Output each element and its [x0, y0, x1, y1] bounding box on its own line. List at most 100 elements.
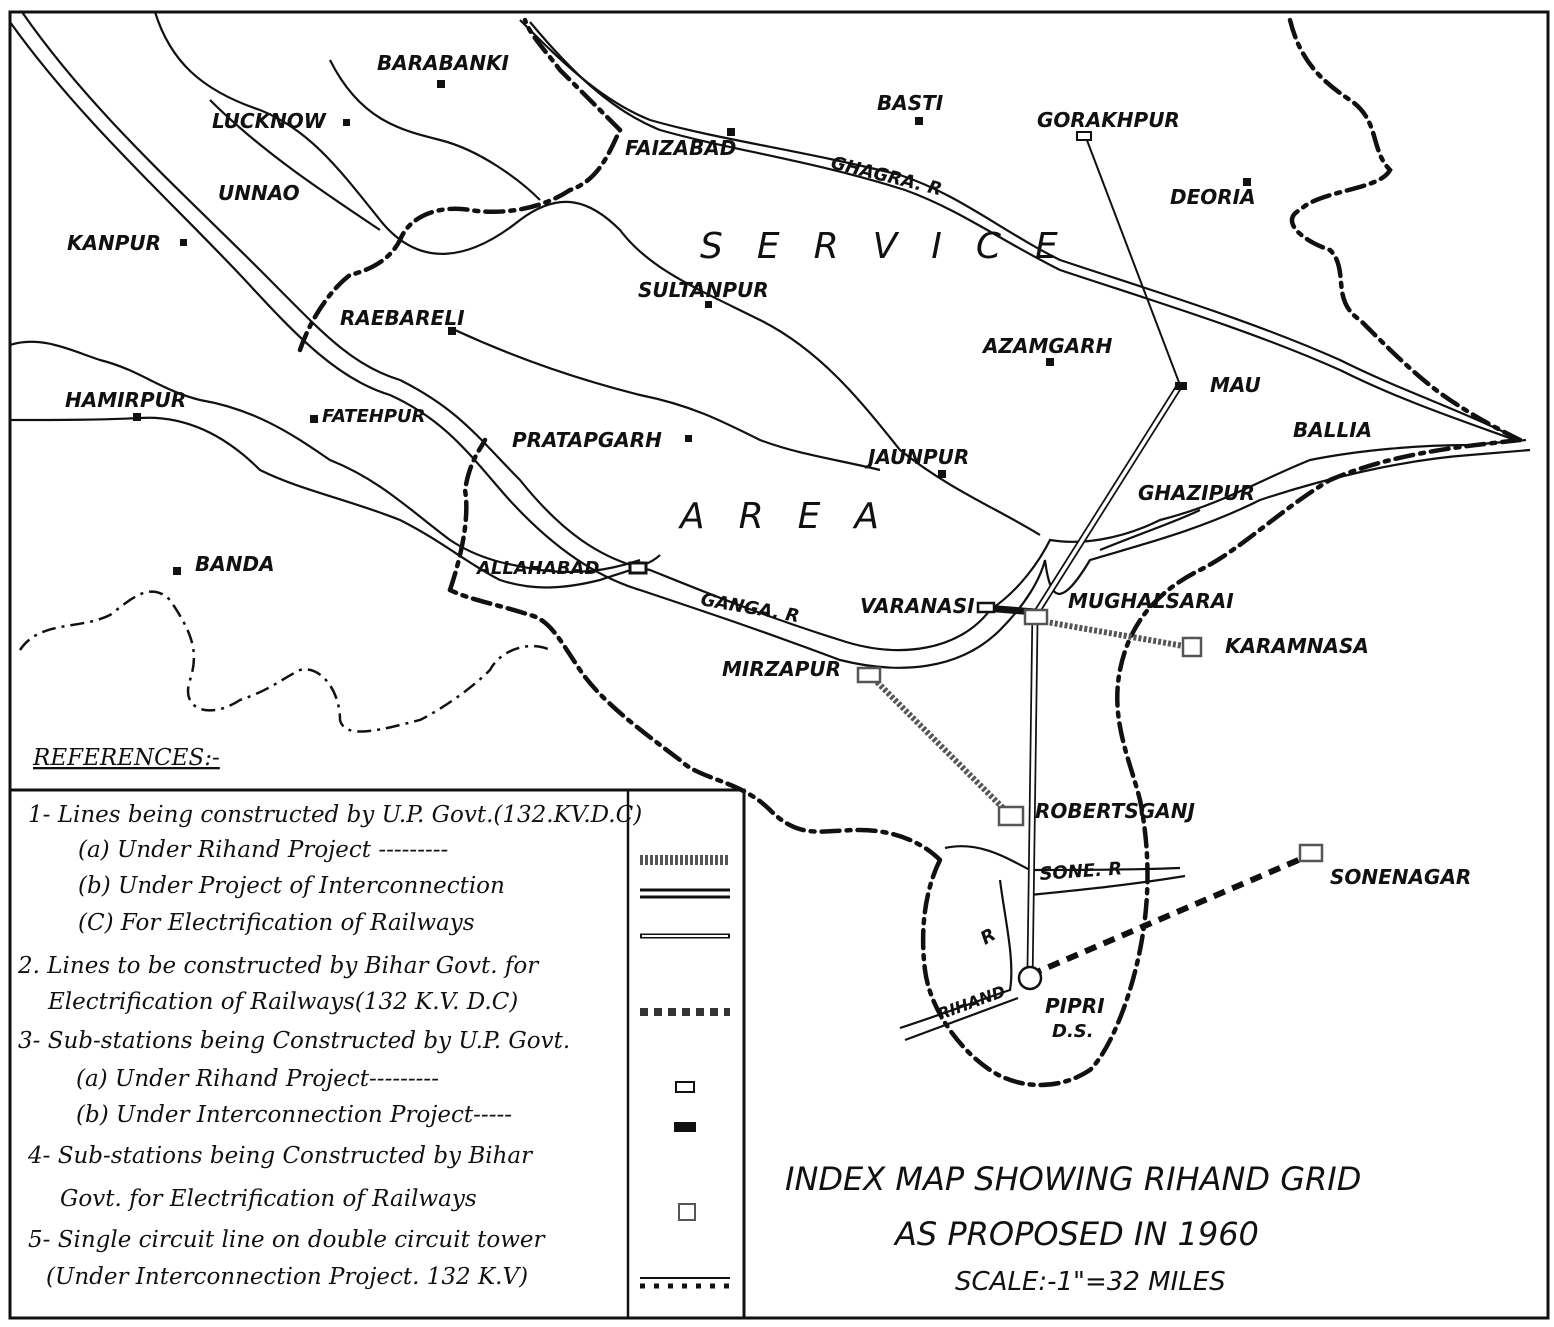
line-pipri-mughalsarai-core	[1028, 614, 1037, 976]
line-pipri-sonenagar	[1028, 852, 1312, 978]
transmission-lines	[867, 134, 1312, 978]
label-banda: BANDA	[195, 552, 275, 576]
label-pipri: PIPRI	[1045, 994, 1105, 1018]
ghagra-river-2	[529, 21, 1516, 442]
label-rihand-river-r: R	[977, 924, 1000, 949]
map-frame	[8, 10, 1550, 1320]
marker-hamirpur	[133, 413, 141, 421]
label-raebareli: RAEBARELI	[340, 306, 465, 330]
line-mughalsarai-mau-core	[1033, 384, 1182, 616]
label-pipri-ds: D.S.	[1052, 1021, 1094, 1042]
marker-banda	[173, 567, 181, 575]
marker-deoria	[1243, 178, 1251, 186]
marker-pratapgarh	[685, 435, 692, 442]
marker-pipri	[1017, 965, 1043, 991]
line-mau-gorakhpur	[1084, 134, 1181, 386]
label-basti: BASTI	[877, 91, 944, 115]
legend-item-4: 4- Sub-stations being Constructed by Bih…	[27, 1143, 534, 1169]
boundary-southeast	[920, 437, 1523, 1088]
legend-item-2-cont: Electrification of Railways(132 K.V. D.C…	[47, 989, 518, 1015]
boundary-nepal	[522, 17, 623, 133]
map-title-line1: INDEX MAP SHOWING RIHAND GRID	[785, 1160, 1361, 1198]
town-markers	[133, 80, 1324, 991]
marker-varanasi	[976, 601, 996, 614]
label-robertsganj: ROBERTSGANJ	[1035, 799, 1195, 823]
town-labels: BARABANKI LUCKNOW BASTI GORAKHPUR FAIZAB…	[65, 51, 1471, 1042]
marker-raebareli	[448, 327, 456, 335]
boundary-south	[447, 587, 943, 863]
legend-item-3b: (b) Under Interconnection Project-----	[76, 1102, 512, 1128]
legend-item-5: 5- Single circuit line on double circuit…	[28, 1227, 547, 1253]
marker-basti	[915, 117, 923, 125]
boundary-west-b	[297, 127, 623, 353]
marker-mirzapur	[856, 666, 882, 684]
sone-river	[944, 845, 1181, 872]
marker-azamgarh	[1046, 358, 1054, 366]
title-block: INDEX MAP SHOWING RIHAND GRID AS PROPOSE…	[785, 1160, 1361, 1297]
sone-river-2	[1029, 874, 1186, 897]
boundary-west-a	[447, 437, 488, 593]
label-fatehpur: FATEHPUR	[322, 406, 426, 427]
karamnasa-river	[1099, 509, 1201, 552]
label-allahabad: ALLAHABAD	[475, 558, 599, 579]
marker-faizabad	[727, 128, 735, 136]
label-mughalsarai: MUGHALSARAI	[1068, 589, 1234, 613]
line-robertsganj-mirzapur	[867, 672, 1013, 818]
label-mirzapur: MIRZAPUR	[722, 657, 841, 681]
legend-item-1a: (a) Under Rihand Project ---------	[78, 837, 448, 863]
legend-item-5-cont: (Under Interconnection Project. 132 K.V)	[46, 1264, 528, 1290]
legend-item-3a: (a) Under Rihand Project---------	[76, 1066, 439, 1092]
marker-gorakhpur	[1076, 131, 1092, 141]
label-ballia: BALLIA	[1293, 418, 1372, 442]
map-title-line2: AS PROPOSED IN 1960	[893, 1215, 1259, 1253]
label-lucknow: LUCKNOW	[212, 109, 327, 133]
symbol-interconnection-substation	[674, 1122, 696, 1132]
label-gorakhpur: GORAKHPUR	[1037, 108, 1180, 132]
label-unnao: UNNAO	[218, 181, 300, 205]
map-scale: SCALE:-1"=32 MILES	[955, 1267, 1226, 1297]
marker-karamnasa	[1181, 636, 1203, 658]
label-service: SERVICE	[700, 226, 1092, 267]
marker-kanpur	[180, 239, 187, 246]
boundary-east	[1287, 17, 1523, 443]
label-karamnasa: KARAMNASA	[1225, 634, 1369, 658]
tributary-raebareli	[454, 329, 881, 472]
references-heading: REFERENCES:-	[32, 745, 220, 771]
symbol-rihand-substation	[675, 1081, 695, 1093]
marker-fatehpur	[310, 415, 318, 423]
label-ghazipur: GHAZIPUR	[1138, 481, 1255, 505]
marker-barabanki	[437, 80, 445, 88]
legend-frame	[8, 788, 746, 1320]
yamuna-river	[9, 340, 641, 574]
marker-mau	[1175, 382, 1187, 390]
label-rihand-river: RIHAND	[935, 982, 1008, 1024]
ganga-river-south-bank	[9, 21, 1531, 669]
boundary-mp	[18, 590, 551, 733]
label-area: AREA	[678, 496, 913, 537]
legend-item-3: 3- Sub-stations being Constructed by U.P…	[18, 1028, 570, 1054]
label-ghagra-river: GHAGRA. R	[829, 152, 944, 200]
label-sone-river: SONE. R	[1039, 858, 1123, 885]
marker-sultanpur	[705, 301, 712, 308]
line-mughalsarai-karamnasa	[1034, 617, 1196, 651]
legend-item-1b: (b) Under Project of Interconnection	[78, 873, 505, 899]
legend-symbols	[640, 855, 730, 1289]
legend-item-4-cont: Govt. for Electrification of Railways	[60, 1186, 477, 1212]
boundaries	[18, 17, 1523, 1088]
label-ganga-river: GANGA. R	[699, 589, 801, 627]
rihand-river	[899, 879, 1013, 1030]
rihand-river-2	[904, 996, 1019, 1042]
sai-river-2	[209, 99, 381, 231]
label-faizabad: FAIZABAD	[625, 136, 736, 160]
legend-item-1c: (C) For Electrification of Railways	[78, 910, 475, 936]
sai-river	[329, 59, 541, 201]
label-deoria: DEORIA	[1170, 185, 1256, 209]
label-jaunpur: JAUNPUR	[864, 445, 969, 469]
gomti-river	[153, 11, 1041, 536]
marker-sonenagar	[1298, 843, 1324, 863]
label-sonenagar: SONENAGAR	[1330, 865, 1471, 889]
marker-robertsganj	[997, 805, 1025, 827]
ganga-river-north-bank	[21, 11, 1527, 652]
label-mau: MAU	[1210, 373, 1261, 397]
